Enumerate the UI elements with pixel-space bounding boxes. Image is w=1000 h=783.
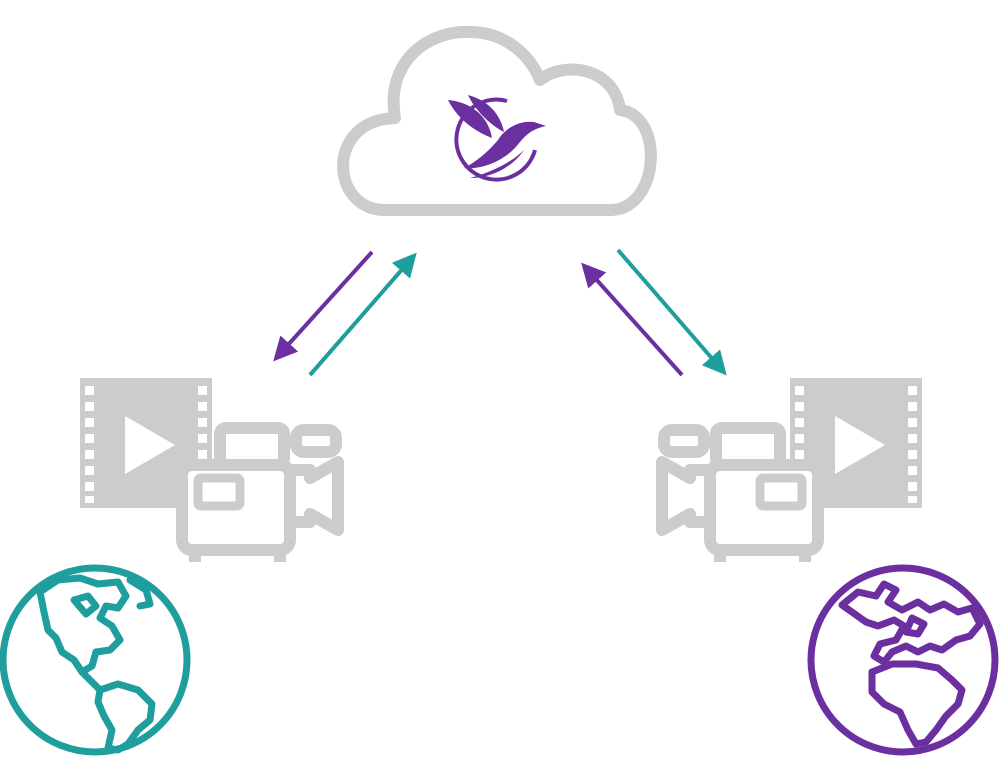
arrow-left-site-to-cloud	[308, 252, 417, 377]
arrow-cloud-to-left-site	[273, 250, 374, 362]
hummingbird-logo-icon	[448, 95, 546, 182]
left-video-camera-icon	[176, 422, 344, 562]
left-film-play-icon	[80, 378, 212, 508]
arrow-right-site-to-cloud	[581, 262, 684, 377]
globe-europe-africa-icon	[807, 564, 999, 756]
right-film-play-icon	[790, 378, 922, 508]
globe-americas-icon	[0, 564, 191, 756]
right-video-camera-icon	[656, 422, 824, 562]
arrow-cloud-to-right-site	[616, 248, 727, 376]
